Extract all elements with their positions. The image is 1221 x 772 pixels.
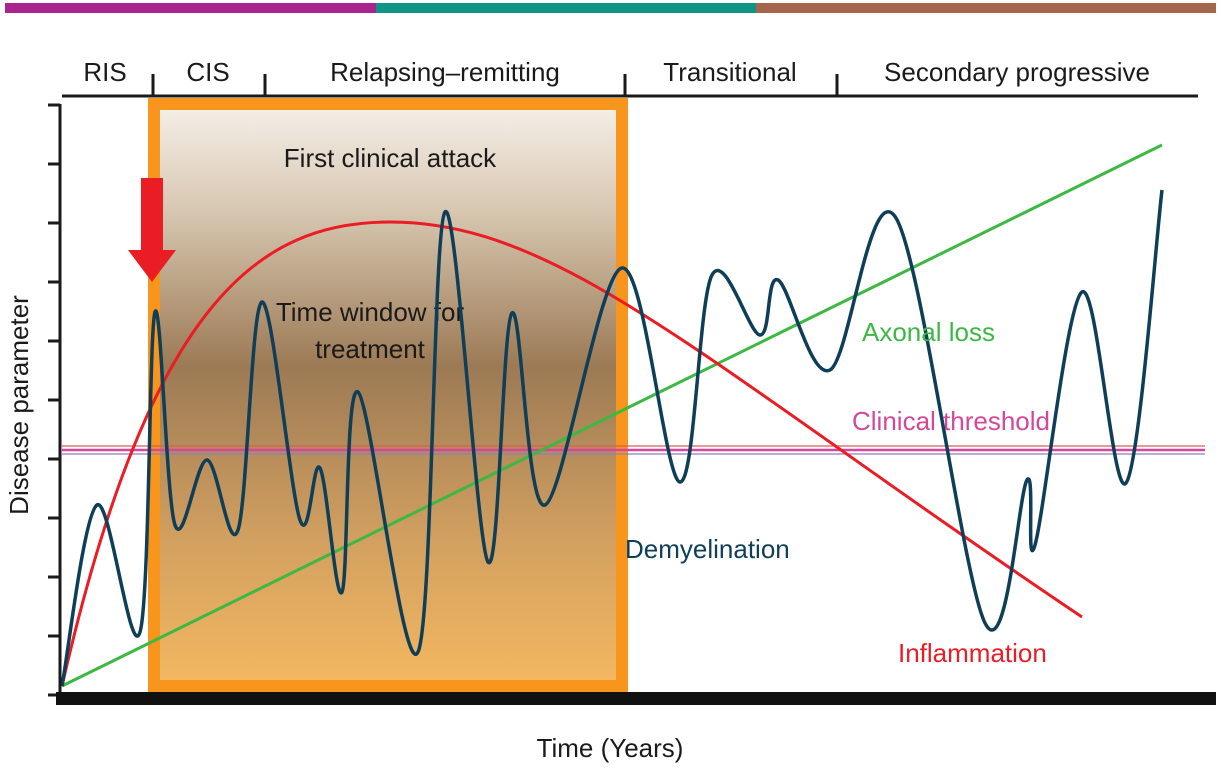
- y-axis: [48, 103, 62, 698]
- x-axis: [56, 692, 1216, 705]
- x-axis-label: Time (Years): [537, 733, 684, 763]
- phase-bar-3: [756, 3, 1216, 13]
- phase-label-transitional: Transitional: [663, 57, 796, 87]
- phase-bar-1: [5, 3, 376, 13]
- phase-label-cis: CIS: [186, 57, 229, 87]
- demyelination-curve: [60, 189, 1164, 687]
- phase-label-relapsing-remitting: Relapsing–remitting: [330, 57, 560, 87]
- demyelination-label: Demyelination: [625, 534, 790, 564]
- inflammation-curve: [60, 220, 1083, 687]
- clinical-threshold-lines: [62, 445, 1205, 455]
- inflammation-label: Inflammation: [898, 638, 1047, 668]
- time-window-label-line2: treatment: [315, 334, 426, 364]
- y-axis-label: Disease parameter: [4, 295, 34, 515]
- clinical-threshold-label: Clinical threshold: [852, 406, 1050, 436]
- axonal-loss-line: [61, 143, 1163, 688]
- phase-bar-2: [376, 3, 756, 13]
- axonal-loss-label: Axonal loss: [862, 317, 995, 347]
- phase-label-ris: RIS: [83, 57, 126, 87]
- first-clinical-attack-label: First clinical attack: [284, 143, 497, 173]
- phase-header: [62, 74, 1198, 98]
- phase-label-secondary-progressive: Secondary progressive: [884, 57, 1150, 87]
- time-window-label-line1: Time window for: [276, 297, 465, 327]
- treatment-window-box: [148, 98, 628, 692]
- first-attack-arrow-icon: [128, 178, 176, 282]
